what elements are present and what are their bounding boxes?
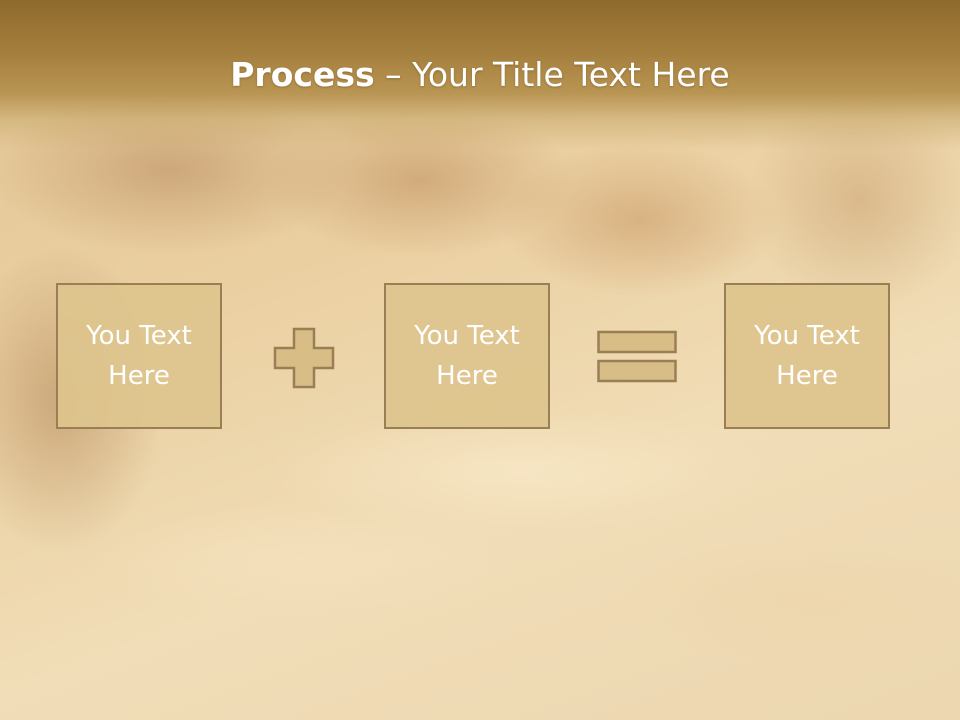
text-box-3-label: You Text Here [754,321,860,391]
plus-icon [273,327,335,389]
text-box-2[interactable]: You Text Here [384,283,550,429]
text-box-1[interactable]: You Text Here [56,283,222,429]
slide-title-rest: – Your Title Text Here [374,55,730,94]
slide-title-bold: Process [230,55,375,94]
slide-title: Process – Your Title Text Here [0,52,960,98]
text-box-1-label: You Text Here [86,321,192,391]
text-box-3[interactable]: You Text Here [724,283,890,429]
equals-icon [597,330,677,383]
text-box-2-label: You Text Here [414,321,520,391]
title-bar [0,0,960,150]
